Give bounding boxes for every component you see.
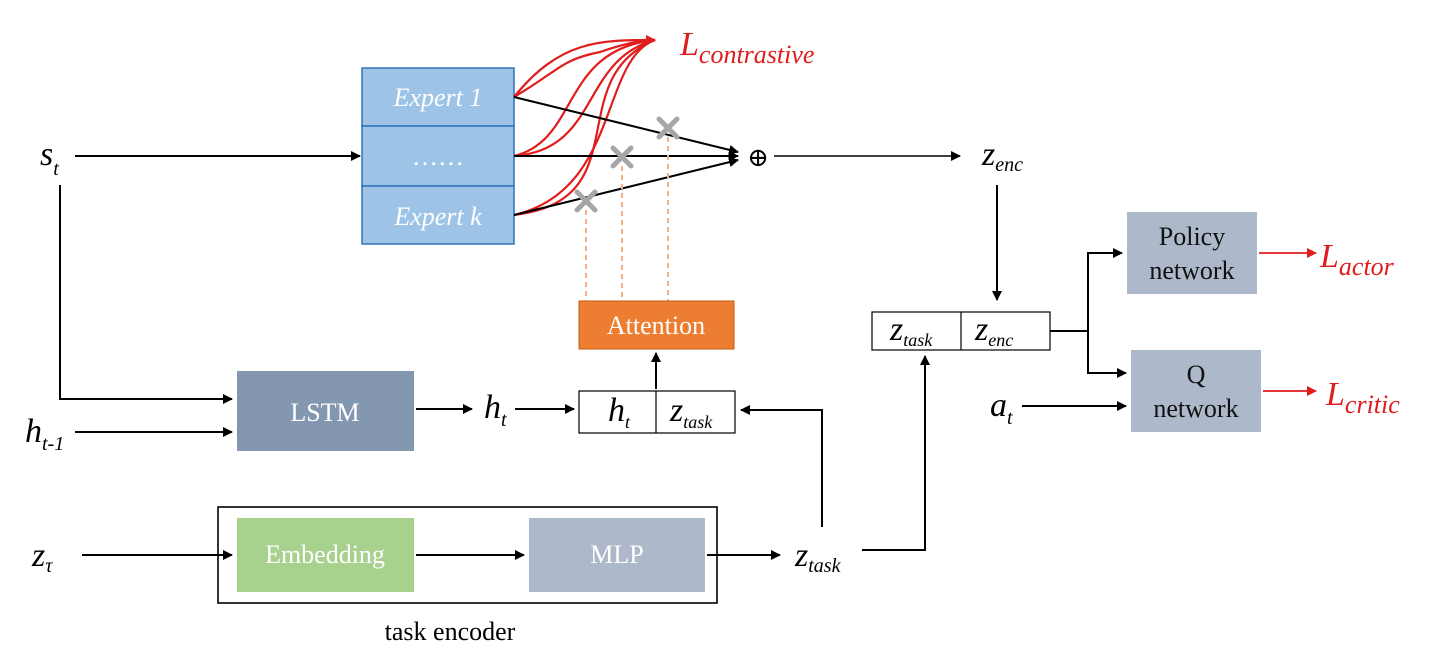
concat-attn-left-base: h	[608, 392, 625, 429]
mlp-box	[529, 518, 705, 592]
concat-policy-left-base: z	[889, 311, 903, 348]
concat-attn-right-base: z	[669, 392, 683, 429]
concat-attn-box	[578, 390, 736, 434]
a-t-base: a	[990, 387, 1007, 424]
task-encoder-label: task encoder	[385, 617, 516, 646]
q-network-line2: network	[1153, 394, 1238, 423]
concat-attn-left-sub: t	[625, 412, 631, 432]
h-prev-sub: t-1	[42, 433, 64, 455]
expert-k-label: Expert k	[393, 202, 482, 231]
mlp-label: MLP	[590, 540, 643, 569]
embedding-box	[237, 518, 414, 592]
lstm-box	[237, 371, 414, 451]
h-prev-base: h	[25, 413, 42, 450]
contrastive-curve-1b	[513, 38, 656, 98]
sum-symbol: ⊕	[747, 143, 769, 172]
ztask-to-attention-concat-arrow	[740, 405, 823, 527]
svg-text:Lcontrastive: Lcontrastive	[679, 26, 814, 69]
expert-1-to-sum-arrow	[513, 96, 739, 155]
gate-x-icon	[574, 189, 598, 213]
z-task-base: z	[794, 537, 808, 574]
expert-middle-box	[361, 125, 515, 187]
policy-network-line2: network	[1149, 256, 1234, 285]
svg-text:Lactor: Lactor	[1319, 238, 1395, 281]
h-t-base: h	[484, 389, 501, 426]
contrastive-loss-sub: contrastive	[699, 40, 815, 69]
svg-text:zenc: zenc	[974, 311, 1013, 350]
policy-network-box	[1127, 212, 1257, 294]
svg-text:Lcritic: Lcritic	[1325, 376, 1400, 419]
contrastive-curves	[513, 35, 656, 217]
svg-text:ht: ht	[484, 389, 507, 431]
contrastive-loss: Lcontrastive	[679, 26, 814, 69]
policy-input-concat: ztask zenc	[871, 311, 1051, 351]
svg-text:ztask: ztask	[889, 311, 933, 350]
expert-1-box	[361, 67, 515, 127]
svg-text:ht: ht	[608, 392, 631, 432]
contrastive-curve-3b	[513, 38, 656, 217]
expert-k-to-sum-arrow	[513, 157, 739, 216]
concat-attn-right-sub: task	[683, 412, 713, 432]
z-tau-base: z	[31, 537, 45, 574]
svg-text:zτ: zτ	[31, 537, 53, 577]
z-enc-sub: enc	[995, 154, 1023, 176]
svg-text:ztask: ztask	[794, 537, 842, 577]
s-t-to-lstm-arrow	[59, 185, 233, 404]
gate-x-icon	[610, 145, 634, 169]
contrastive-curve-2	[513, 38, 656, 158]
lstm-label: LSTM	[290, 398, 359, 427]
z-enc-base: z	[981, 136, 995, 173]
contrastive-loss-base: L	[679, 26, 699, 63]
svg-text:zenc: zenc	[981, 136, 1023, 176]
z-tau-sub: τ	[45, 555, 53, 577]
attention-input-concat: ht ztask	[578, 390, 736, 434]
critic-loss-base: L	[1325, 376, 1345, 413]
gate-x-icon	[656, 116, 680, 140]
attention-label: Attention	[607, 311, 705, 340]
svg-text:at: at	[990, 387, 1013, 429]
expert-middle-label: ……	[412, 142, 464, 171]
svg-text:st: st	[40, 136, 59, 180]
z-task-sub: task	[808, 555, 841, 577]
concat-policy-left-sub: task	[903, 330, 933, 350]
concat-to-q-arrow	[1087, 331, 1127, 378]
contrastive-curve-3	[513, 38, 656, 217]
embedding-label: Embedding	[265, 540, 385, 569]
concat-to-policy-arrow	[1087, 248, 1123, 331]
actor-loss-base: L	[1319, 238, 1339, 275]
h-t-sub: t	[501, 409, 507, 431]
ztask-to-policy-concat-arrow	[862, 355, 930, 551]
attention-box	[578, 300, 735, 350]
a-t-sub: t	[1007, 407, 1013, 429]
s-t-base: s	[40, 136, 53, 173]
s-t-sub: t	[53, 158, 59, 180]
concat-policy-right-sub: enc	[988, 330, 1013, 350]
svg-text:ht-1: ht-1	[25, 413, 64, 455]
policy-network-line1: Policy	[1159, 222, 1225, 251]
expert-1-label: Expert 1	[393, 83, 483, 112]
q-network-box	[1131, 350, 1261, 432]
attention-dashed-lines	[585, 137, 669, 301]
expert-k-box	[361, 185, 515, 245]
experts-stack: Expert 1 …… Expert k	[361, 67, 515, 245]
gates	[574, 116, 680, 213]
svg-text:ztask: ztask	[669, 392, 713, 432]
concat-policy-right-base: z	[974, 311, 988, 348]
actor-loss-sub: actor	[1339, 252, 1395, 281]
contrastive-curve-1	[513, 35, 656, 98]
critic-loss-sub: critic	[1345, 390, 1400, 419]
q-network-line1: Q	[1187, 360, 1206, 389]
contrastive-curve-2b	[513, 38, 656, 158]
